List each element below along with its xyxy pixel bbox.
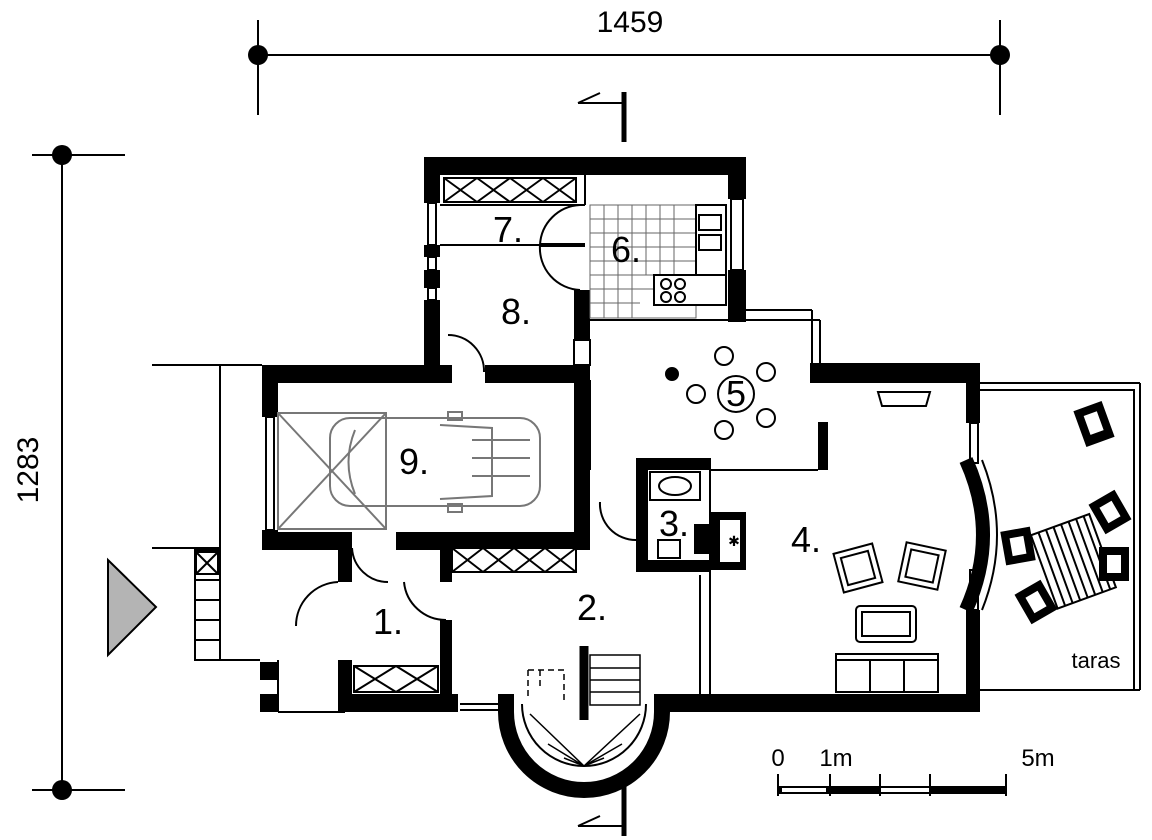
fireplace: ✱ (694, 512, 746, 570)
porch-outline (152, 364, 345, 713)
dining-set (665, 346, 776, 440)
terrace-furniture (1000, 401, 1132, 625)
dimension-width: 1459 (248, 6, 1010, 115)
room-label-4: 4. (791, 519, 821, 560)
scale-label-5m: 5m (1021, 745, 1054, 772)
room-label-2: 2. (577, 587, 607, 628)
door-swings (294, 204, 637, 627)
room-label-9: 9. (399, 441, 429, 482)
room-label-8: 8. (501, 291, 531, 332)
kitchen-counter (653, 204, 727, 306)
terrace-label: taras (1072, 648, 1121, 673)
svg-text:✱: ✱ (728, 534, 740, 550)
garage-car (277, 411, 541, 530)
dimension-width-label: 1459 (597, 6, 664, 39)
dimension-height: 1283 (12, 145, 125, 800)
scale-label-1m: 1m (819, 745, 852, 772)
scale-label-0: 0 (771, 745, 784, 772)
section-marker-top (577, 92, 627, 142)
room-label-5: 5 (726, 373, 746, 414)
interior-thin-walls (440, 175, 1141, 711)
dimension-height-label: 1283 (12, 437, 45, 504)
section-marker-bottom (577, 780, 627, 836)
cabinet-top (443, 177, 577, 203)
cabinet-hall (451, 547, 577, 573)
room-label-1: 1. (373, 601, 403, 642)
living-furniture (832, 391, 947, 693)
entrance-arrow (107, 557, 158, 658)
bathroom-fixtures (649, 471, 701, 559)
room-label-7: 7. (493, 209, 523, 250)
staircase (498, 646, 670, 798)
scale-bar: 0 1m 5m (771, 745, 1055, 796)
porch-post (195, 551, 278, 712)
room-label-3: 3. (659, 503, 689, 544)
cabinet-entry (353, 665, 439, 693)
bay-window (959, 457, 998, 613)
room-label-6: 6. (611, 229, 641, 270)
